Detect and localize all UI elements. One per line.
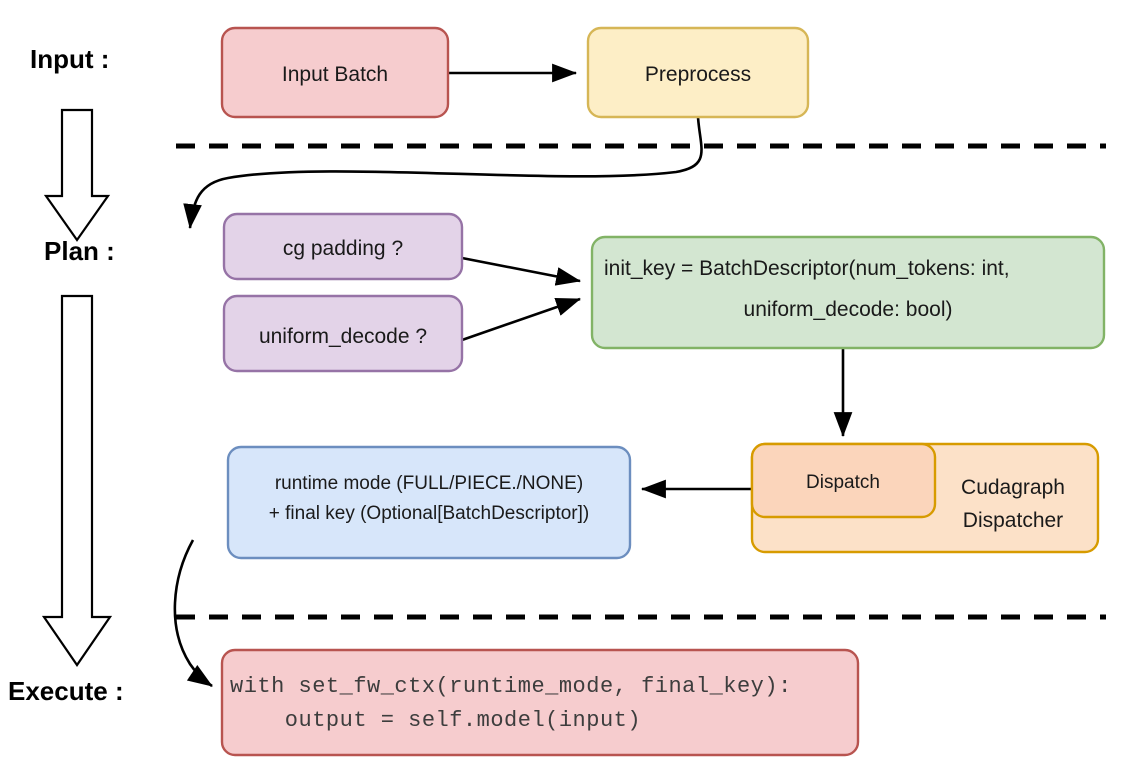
node-uniform-decode[interactable]: uniform_decode ? xyxy=(222,294,464,373)
init-key-line-2: uniform_decode: bool) xyxy=(744,298,953,321)
input-batch-box[interactable] xyxy=(220,26,450,119)
uniform-decode-box[interactable] xyxy=(222,294,464,373)
dispatch-label: Dispatch xyxy=(806,472,880,493)
edge-uniform-decode-to-init-key xyxy=(461,297,581,342)
init-key-box[interactable] xyxy=(590,235,1106,350)
runtime-mode-line-1: runtime mode (FULL/PIECE./NONE) xyxy=(275,473,583,494)
node-runtime-mode[interactable]: runtime mode (FULL/PIECE./NONE) + final … xyxy=(226,445,632,560)
edge-runtime-mode-to-execute xyxy=(173,539,213,688)
stage-label-plan: Plan : xyxy=(44,236,115,266)
node-cg-padding[interactable]: cg padding ? xyxy=(222,212,464,281)
stage-label-input: Input : xyxy=(30,44,109,74)
input-batch-label: Input Batch xyxy=(282,63,388,86)
preprocess-label: Preprocess xyxy=(645,63,751,86)
node-execute-code[interactable]: with set_fw_ctx(runtime_mode, final_key)… xyxy=(220,648,860,757)
execute-code-line-2: output = self.model(input) xyxy=(230,708,641,733)
cudagraph-dispatcher-line-2: Dispatcher xyxy=(963,509,1063,532)
stage-label-execute: Execute : xyxy=(8,676,124,706)
edge-cg-padding-to-init-key xyxy=(461,256,582,286)
plan-to-execute-arrow xyxy=(41,294,113,667)
edge-preprocess-to-cg-padding xyxy=(183,116,703,230)
input-to-plan-arrow xyxy=(43,108,111,242)
node-preprocess[interactable]: Preprocess xyxy=(586,26,810,119)
cg-padding-label: cg padding ? xyxy=(283,237,403,260)
execute-code-line-1: with set_fw_ctx(runtime_mode, final_key)… xyxy=(230,674,792,699)
node-cudagraph-dispatcher[interactable]: Cudagraph Dispatcher Dispatch xyxy=(750,442,1100,554)
execute-code-box[interactable] xyxy=(220,648,860,757)
runtime-mode-line-2: + final key (Optional[BatchDescriptor]) xyxy=(269,503,590,524)
init-key-line-1: init_key = BatchDescriptor(num_tokens: i… xyxy=(604,257,1010,280)
node-input-batch[interactable]: Input Batch xyxy=(220,26,450,119)
node-init-key[interactable]: init_key = BatchDescriptor(num_tokens: i… xyxy=(590,235,1106,350)
dispatch-box[interactable] xyxy=(750,442,937,519)
runtime-mode-box[interactable] xyxy=(226,445,632,560)
preprocess-box[interactable] xyxy=(586,26,810,119)
uniform-decode-label: uniform_decode ? xyxy=(259,325,427,348)
cg-padding-box[interactable] xyxy=(222,212,464,281)
cudagraph-dispatcher-line-1: Cudagraph xyxy=(961,476,1065,499)
